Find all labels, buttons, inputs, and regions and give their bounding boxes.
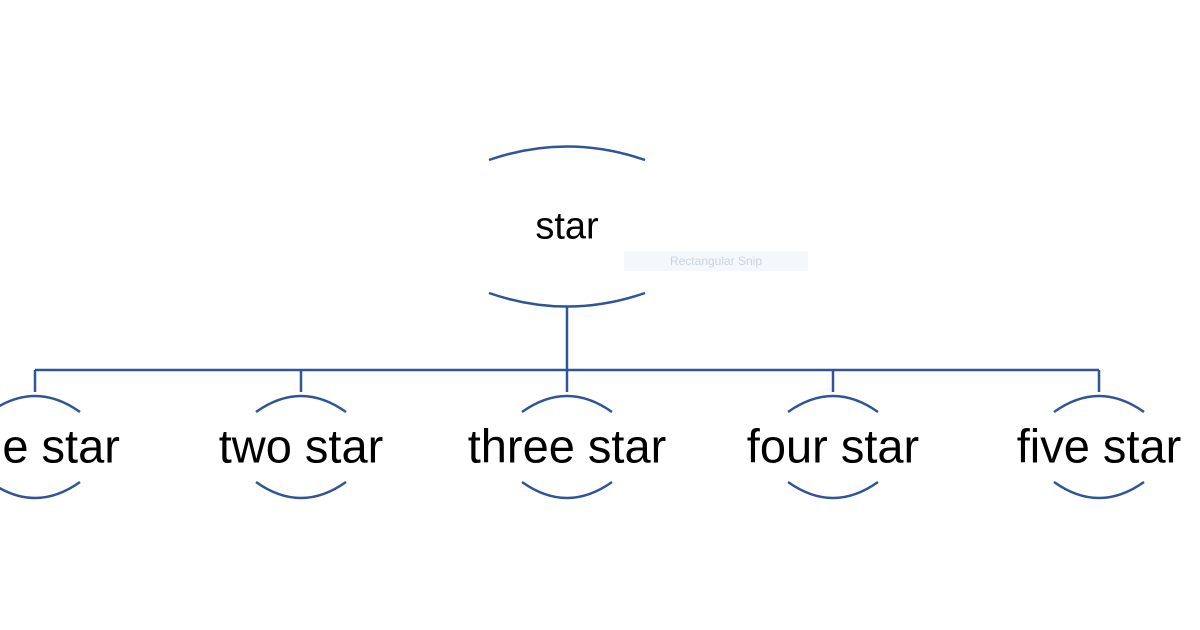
child-3-bottom-arc — [521, 480, 613, 500]
root-top-arc — [488, 145, 646, 162]
child-node-label-5: five star — [1016, 419, 1182, 473]
child-1-bottom-arc — [0, 480, 81, 500]
root-bottom-arc — [488, 291, 646, 308]
connector-lines — [33, 307, 1101, 392]
child-4-top-arc — [787, 394, 879, 414]
child-5-bottom-arc — [1053, 480, 1145, 500]
child-1-top-arc — [0, 394, 81, 414]
rectangular-snip-tooltip: Rectangular Snip — [624, 251, 808, 271]
child-4-bottom-arc — [787, 480, 879, 500]
root-node-shape — [488, 145, 646, 308]
child-node-label-4: four star — [746, 419, 920, 473]
child-5-top-arc — [1053, 394, 1145, 414]
child-node-shapes — [0, 394, 1145, 500]
child-node-label-1: one star — [0, 419, 120, 473]
child-3-top-arc — [521, 394, 613, 414]
child-node-label-2: two star — [218, 419, 384, 473]
child-2-top-arc — [255, 394, 347, 414]
root-node-label: star — [535, 205, 599, 248]
child-2-bottom-arc — [255, 480, 347, 500]
child-node-label-3: three star — [467, 419, 667, 473]
